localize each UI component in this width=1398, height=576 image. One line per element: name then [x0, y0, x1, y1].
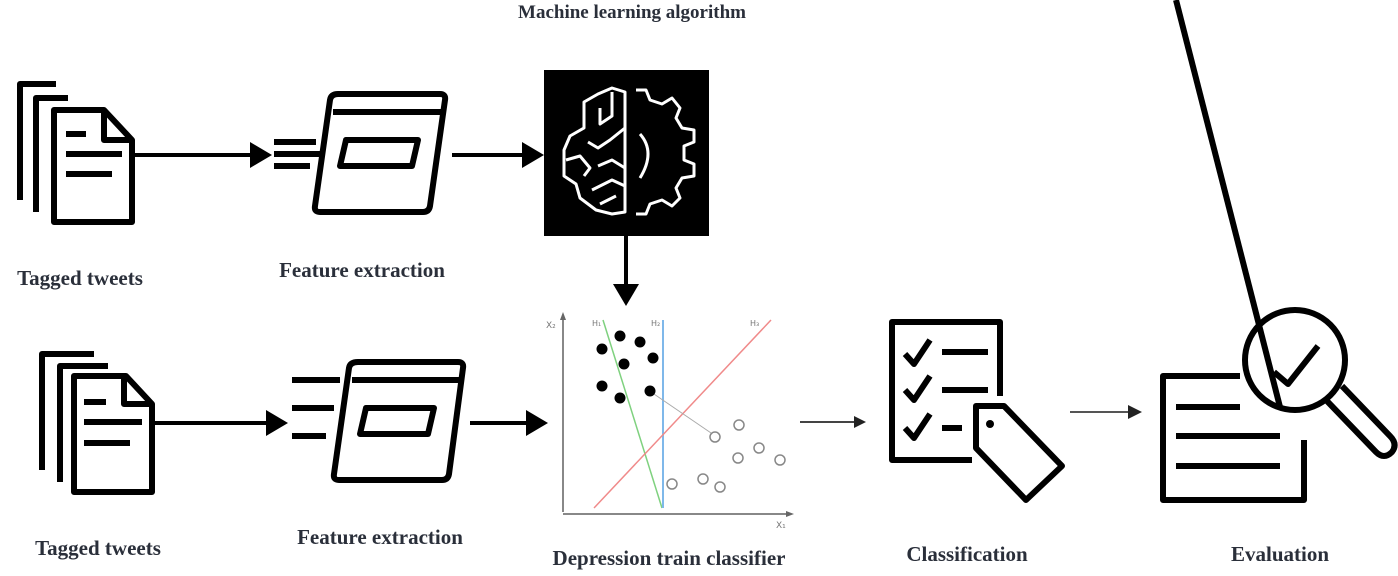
point — [647, 352, 659, 364]
point — [732, 452, 744, 464]
point — [596, 380, 608, 392]
margin-line — [650, 391, 715, 436]
y-axis-label: X₂ — [546, 321, 556, 331]
x-axis-label: X₁ — [776, 521, 786, 531]
point — [618, 358, 630, 370]
evaluation-label: Evaluation — [1230, 542, 1330, 566]
document-stack-icon-bottom — [39, 351, 155, 495]
point — [714, 481, 726, 493]
filled-points — [596, 330, 659, 404]
hollow-points — [666, 419, 786, 493]
point — [753, 442, 765, 454]
point — [634, 336, 646, 348]
document-stack-icon-top — [17, 81, 135, 225]
feature-extraction-bottom-label: Feature extraction — [297, 525, 463, 549]
classifier-plot: X₂ X₁ H₁ H₂ H₃ — [546, 312, 794, 531]
point — [614, 392, 626, 404]
brain-gear-icon — [544, 70, 709, 236]
ml-algorithm-label: Machine learning algorithm — [518, 2, 746, 23]
hyperplane-h1 — [602, 319, 663, 509]
checklist-tag-icon — [889, 319, 1065, 503]
point — [666, 478, 678, 490]
tagged-tweets-bottom-label: Tagged tweets — [35, 536, 161, 560]
document-magnifier-check-icon — [1160, 0, 1398, 503]
point — [733, 419, 745, 431]
feature-extraction-icon-top — [274, 91, 449, 215]
point — [644, 385, 656, 397]
feature-extraction-icon-bottom — [292, 359, 467, 483]
tagged-tweets-top-label: Tagged tweets — [17, 266, 143, 290]
point — [614, 330, 626, 342]
train-classifier-label: Depression train classifier — [552, 546, 786, 570]
h3-label: H₃ — [750, 319, 759, 328]
h1-label: H₁ — [592, 319, 601, 328]
point — [596, 343, 608, 355]
point — [709, 431, 721, 443]
h2-label: H₂ — [651, 319, 660, 328]
point — [697, 473, 709, 485]
feature-extraction-top-label: Feature extraction — [279, 258, 445, 282]
point — [774, 454, 786, 466]
classification-label: Classification — [906, 542, 1028, 566]
